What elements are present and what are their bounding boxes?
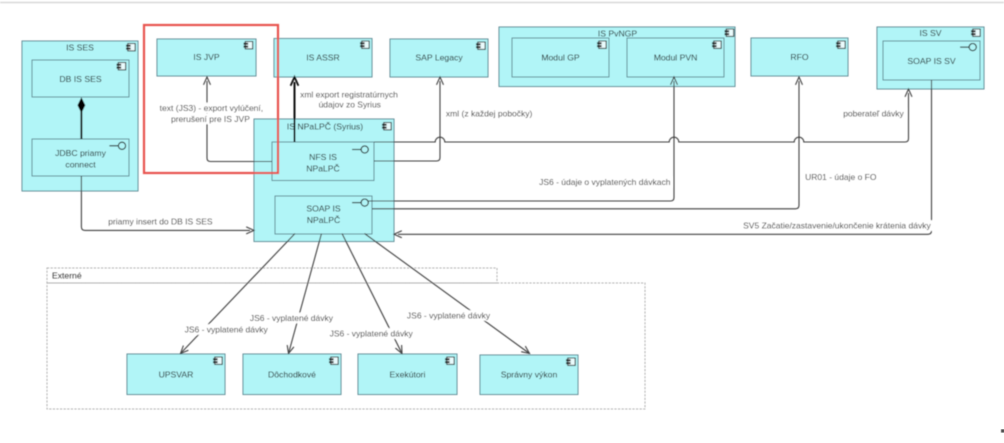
svg-text:IS SV: IS SV [919,28,941,38]
svg-text:NFS IS: NFS IS [309,152,337,162]
svg-text:JS6 - vyplatené dávky: JS6 - vyplatené dávky [330,329,414,339]
svg-text:SV5 Začatie/zastavenie/ukončen: SV5 Začatie/zastavenie/ukončenie kráteni… [743,221,931,231]
svg-text:priamy insert do DB IS SES: priamy insert do DB IS SES [108,217,213,227]
svg-text:JS6 - vyplatené dávky: JS6 - vyplatené dávky [250,313,334,323]
svg-text:IS ASSR: IS ASSR [306,53,340,63]
svg-text:SOAP IS SV: SOAP IS SV [907,56,956,66]
svg-text:IS SES: IS SES [66,43,94,53]
svg-text:Externé: Externé [52,271,82,281]
svg-text:Dôchodkové: Dôchodkové [268,370,316,380]
svg-text:xml (z každej pobočky): xml (z každej pobočky) [446,108,533,118]
svg-text:DB IS SES: DB IS SES [59,74,101,84]
svg-text:RFO: RFO [790,52,808,62]
svg-text:UR01 - údaje o FO: UR01 - údaje o FO [805,172,877,182]
svg-text:SOAP IS: SOAP IS [306,204,341,214]
svg-text:JS6 - údaje o vyplatených dávk: JS6 - údaje o vyplatených dávkach [539,177,671,187]
svg-text:Exekútori: Exekútori [390,370,426,380]
svg-text:UPSVAR: UPSVAR [159,370,194,380]
svg-text:poberateľ dávky: poberateľ dávky [843,108,904,118]
svg-text:connect: connect [65,160,96,170]
svg-text:IS NPaLPČ (Syrius): IS NPaLPČ (Syrius) [287,122,363,132]
svg-text:Modul GP: Modul GP [541,53,580,63]
svg-text:IS PvNGP: IS PvNGP [598,29,638,39]
svg-text:JS6 - vyplatené dávky: JS6 - vyplatené dávky [407,311,491,321]
svg-text:NPaLPČ: NPaLPČ [307,215,341,225]
svg-text:JDBC priamy: JDBC priamy [55,148,106,158]
svg-text:JS6 - vyplatené dávky: JS6 - vyplatené dávky [185,325,269,335]
svg-text:xml export registratúrnych: xml export registratúrnych [300,89,398,99]
svg-text:SAP Legacy: SAP Legacy [415,53,463,63]
svg-text:Správny výkon: Správny výkon [501,370,558,380]
svg-text:NPaLPČ: NPaLPČ [306,164,340,174]
svg-text:prerušení pre IS JVP: prerušení pre IS JVP [171,114,250,124]
svg-text:údajov zo Syrius: údajov zo Syrius [319,100,381,110]
svg-text:IS JVP: IS JVP [193,52,220,62]
svg-text:Modul PVN: Modul PVN [654,53,698,63]
svg-text:text (JS3) - export vylúčení,: text (JS3) - export vylúčení, [160,103,263,113]
